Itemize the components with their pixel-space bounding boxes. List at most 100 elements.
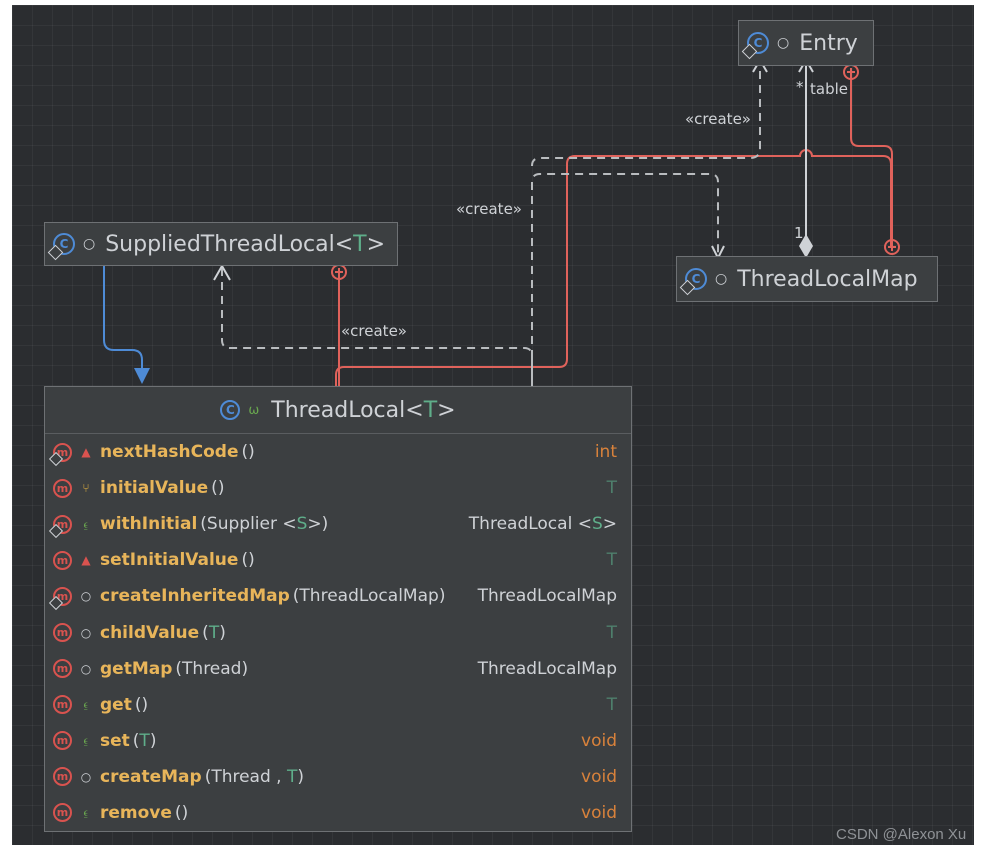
method-icon: m — [53, 695, 72, 715]
method-name: createInheritedMap — [100, 586, 290, 607]
create-map-link — [531, 173, 719, 386]
nest-marker-map — [884, 239, 900, 255]
method-row[interactable]: m ○ getMap(Thread) ThreadLocalMap — [45, 651, 631, 687]
method-params: (T) — [132, 730, 157, 751]
table-role-label: table — [810, 80, 848, 98]
method-params: () — [241, 550, 255, 571]
return-type: void — [581, 766, 617, 787]
public-visibility-icon: ⍷ — [82, 516, 90, 531]
inner-link-entry-map — [850, 72, 893, 248]
method-icon: m — [53, 623, 72, 643]
create-supplied-link — [221, 268, 533, 386]
package-visibility-icon: ○ — [80, 769, 92, 784]
return-type: ThreadLocalMap — [477, 658, 617, 679]
public-visibility-icon: ⍷ — [82, 697, 90, 712]
supplied-threadlocal-node[interactable]: C ○ SuppliedThreadLocal<T> — [44, 222, 398, 266]
method-params: () — [134, 694, 149, 715]
entry-node[interactable]: C ○ Entry — [738, 20, 874, 66]
method-icon: m — [48, 442, 72, 466]
threadlocal-header: C ⍵ ThreadLocal<T> — [45, 387, 631, 434]
create-entry-link — [531, 60, 761, 386]
method-row[interactable]: m ▲ nextHashCode() int — [45, 434, 631, 470]
method-row[interactable]: m ○ createMap(Thread , T) void — [45, 759, 631, 795]
public-visibility-icon: ⍵ — [248, 402, 260, 418]
return-type: ThreadLocal <S> — [468, 514, 617, 535]
method-name: nextHashCode — [100, 442, 239, 463]
class-icon: C — [47, 233, 75, 261]
method-row[interactable]: m ○ childValue(T) T — [45, 614, 631, 650]
package-visibility-icon: ○ — [715, 271, 728, 287]
method-params: (T) — [202, 622, 226, 643]
method-icon: m — [48, 586, 72, 610]
threadlocalmap-node[interactable]: C ○ ThreadLocalMap — [676, 256, 938, 302]
method-name: get — [100, 694, 132, 715]
return-type: T — [606, 550, 617, 571]
create-supplied-label: «create» — [341, 322, 407, 340]
package-visibility-icon: ○ — [80, 661, 92, 676]
supplied-title: SuppliedThreadLocal — [105, 231, 335, 257]
return-type: T — [606, 694, 617, 715]
package-visibility-icon: ○ — [83, 236, 96, 252]
watermark: CSDN @Alexon Xu — [836, 826, 967, 843]
method-params: () — [211, 478, 225, 499]
entry-title: Entry — [799, 30, 858, 56]
method-params: () — [241, 442, 255, 463]
method-params: () — [174, 802, 189, 823]
public-visibility-icon: ⍷ — [82, 805, 90, 820]
inheritance-link — [103, 266, 143, 370]
return-type: T — [606, 622, 617, 643]
package-visibility-icon: ○ — [777, 35, 790, 51]
table-multiplicity-label: * — [796, 78, 804, 96]
method-name: getMap — [100, 658, 173, 679]
method-name: initialValue — [100, 478, 209, 499]
method-row[interactable]: m ⍷ withInitial(Supplier <S>) ThreadLocal <… — [45, 506, 631, 542]
method-icon: m — [53, 659, 72, 679]
method-name: remove — [100, 802, 172, 823]
method-name: withInitial — [100, 514, 198, 535]
method-row[interactable]: m ▲ setInitialValue() T — [45, 542, 631, 578]
class-icon: C — [679, 268, 707, 296]
package-visibility-icon: ○ — [80, 625, 92, 640]
method-params: (Supplier <S>) — [200, 514, 329, 535]
method-icon: m — [53, 731, 72, 751]
method-icon: m — [53, 767, 72, 787]
composition-diamond — [799, 234, 813, 258]
public-visibility-icon: ⍷ — [82, 733, 90, 748]
method-icon: m — [53, 550, 72, 570]
method-row[interactable]: m ⍷ get() T — [45, 687, 631, 723]
return-type: ThreadLocalMap — [477, 586, 617, 607]
method-row[interactable]: m ⑂ initialValue() T — [45, 470, 631, 506]
return-type: void — [581, 730, 617, 751]
create-entry-label: «create» — [685, 110, 751, 128]
method-icon: m — [53, 478, 72, 498]
method-icon: m — [53, 803, 72, 823]
package-visibility-icon: ○ — [80, 589, 92, 604]
method-row[interactable]: m ○ createInheritedMap(ThreadLocalMap) Thre… — [45, 578, 631, 614]
method-row[interactable]: m ⍷ set(T) void — [45, 723, 631, 759]
threadlocal-title: ThreadLocal — [271, 397, 406, 423]
create-map-label: «create» — [456, 200, 522, 218]
method-name: childValue — [100, 622, 200, 643]
method-row[interactable]: m ⍷ remove() void — [45, 795, 631, 831]
method-params: (Thread , T) — [204, 766, 305, 787]
protected-visibility-icon: ⑂ — [82, 481, 90, 496]
method-icon: m — [48, 514, 72, 538]
method-params: (ThreadLocalMap) — [292, 586, 446, 607]
method-name: setInitialValue — [100, 550, 239, 571]
class-icon: C — [220, 400, 241, 420]
private-visibility-icon: ▲ — [81, 445, 91, 460]
return-type: void — [581, 802, 617, 823]
return-type: int — [594, 442, 617, 463]
map-title: ThreadLocalMap — [737, 266, 918, 292]
method-params: (Thread) — [175, 658, 249, 679]
private-visibility-icon: ▲ — [81, 553, 91, 568]
method-name: set — [100, 730, 130, 751]
inheritance-arrow — [134, 368, 150, 384]
type-param: T — [423, 397, 438, 423]
return-type: T — [606, 478, 617, 499]
method-name: createMap — [100, 766, 202, 787]
class-icon: C — [741, 32, 769, 60]
